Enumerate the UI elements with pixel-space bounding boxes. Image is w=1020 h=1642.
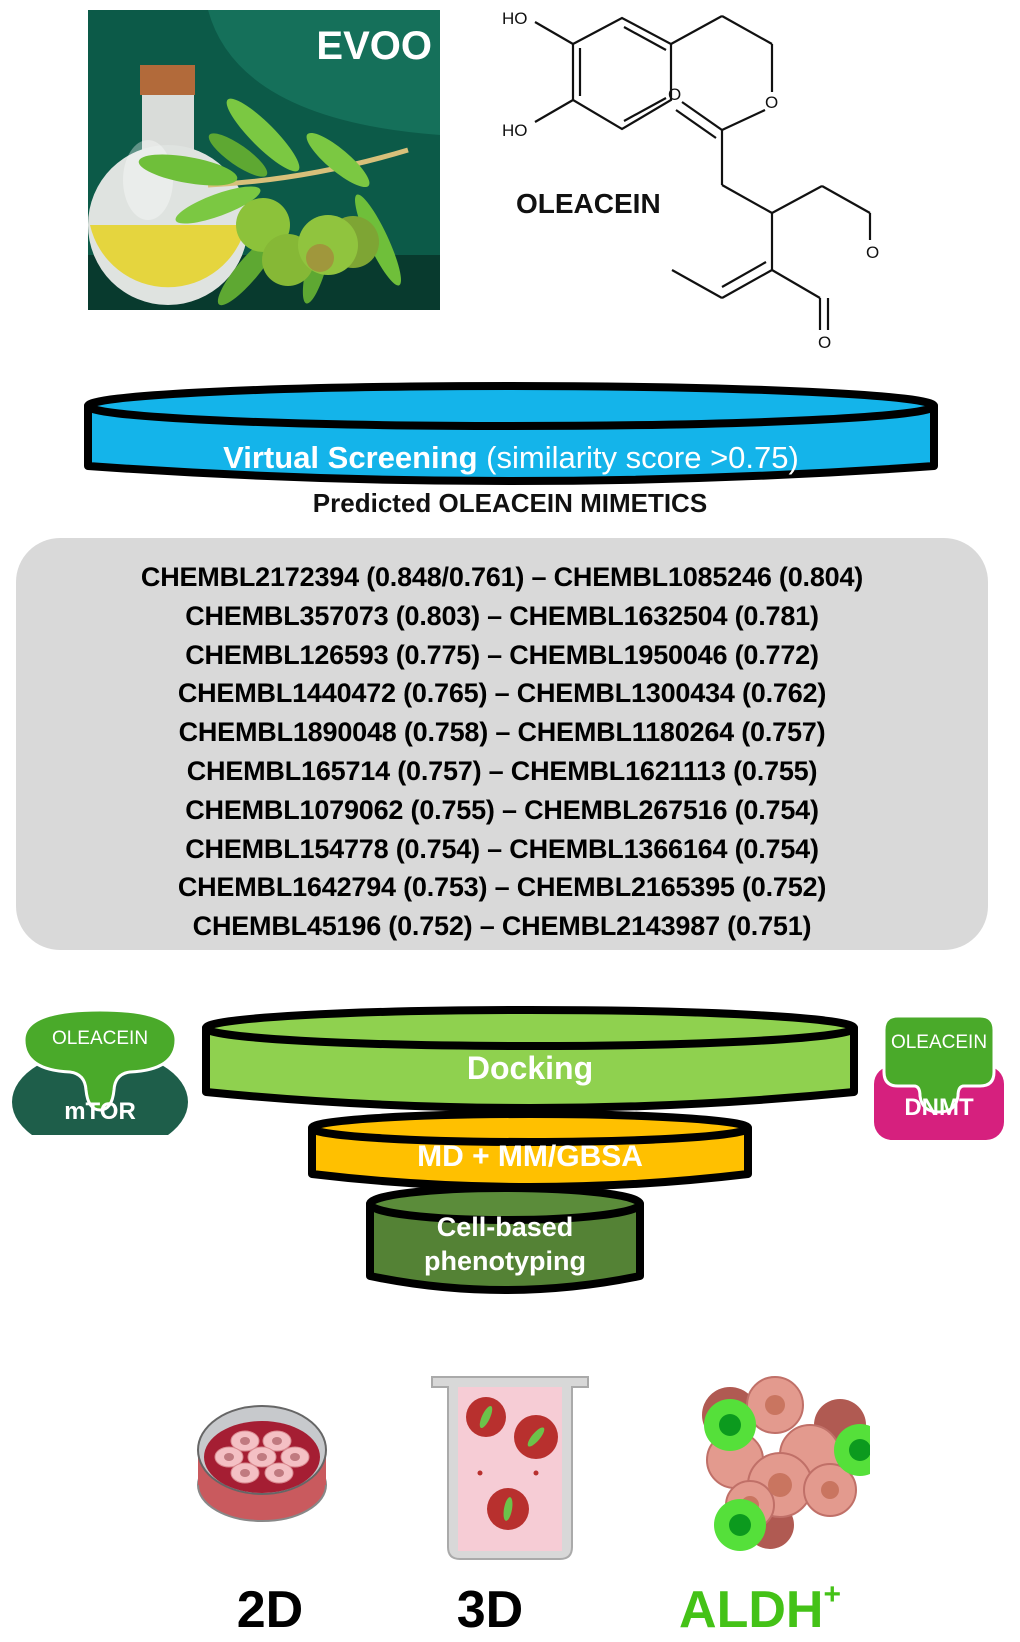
hydroxyl-label: HO	[502, 121, 528, 140]
oxygen-label: O	[866, 243, 879, 262]
mtor-target-label: mTOR	[64, 1098, 136, 1125]
mimetic-pair-row: CHEMBL1079062 (0.755) – CHEMBL267516 (0.…	[185, 794, 819, 825]
mimetics-list-box: CHEMBL2172394 (0.848/0.761) – CHEMBL1085…	[16, 538, 988, 950]
md-mmgbsa-stage: MD + MM/GBSA	[306, 1108, 754, 1198]
mimetic-pair-row: CHEMBL45196 (0.752) – CHEMBL2143987 (0.7…	[192, 911, 812, 942]
well-3d-spheroid-icon	[431, 1376, 589, 1560]
mimetic-pair-row: CHEMBL357073 (0.803) – CHEMBL1632504 (0.…	[185, 600, 819, 631]
dnmt-ligand-label: OLEACEIN	[890, 1032, 988, 1053]
similarity-threshold: (similarity score >0.75)	[486, 440, 799, 475]
model-aldh-label: ALDH+	[640, 1578, 880, 1640]
oxygen-label: O	[765, 93, 778, 112]
mimetic-pair-row: CHEMBL165714 (0.757) – CHEMBL1621113 (0.…	[186, 755, 818, 786]
mtor-ligand-label: OLEACEIN	[51, 1028, 149, 1049]
mimetics-title: Predicted OLEACEIN MIMETICS	[312, 488, 708, 518]
mimetics-list: CHEMBL2172394 (0.848/0.761) – CHEMBL1085…	[16, 558, 988, 946]
mimetic-pair-row: CHEMBL2172394 (0.848/0.761) – CHEMBL1085…	[140, 562, 864, 592]
cell-phenotyping-line2: phenotyping	[424, 1246, 586, 1276]
mimetic-pair-row: CHEMBL1890048 (0.758) – CHEMBL1180264 (0…	[178, 717, 826, 748]
docking-label: Docking	[466, 1050, 594, 1086]
aldh-text: ALDH	[679, 1581, 824, 1639]
cell-phenotyping-label: Cell-based phenotyping	[364, 1210, 646, 1278]
dnmt-target-label: DNMT	[904, 1094, 974, 1121]
mimetic-pair-row: CHEMBL154778 (0.754) – CHEMBL1366164 (0.…	[185, 833, 819, 864]
cell-disk-shape	[366, 1184, 644, 1294]
olive-branch-icon	[138, 98, 409, 306]
dnmt-binding-icon	[874, 1014, 1004, 1140]
evoo-label: EVOO	[316, 24, 432, 68]
model-2d-label: 2D	[236, 1581, 304, 1639]
cell-phenotyping-line1: Cell-based	[436, 1212, 574, 1242]
oxygen-label: O	[818, 333, 831, 352]
mtor-binding-icon	[12, 1008, 188, 1154]
docking-disk-shape	[202, 1006, 858, 1112]
petri-dish-2d-icon	[197, 1405, 327, 1522]
mtor-binding-badge: OLEACEIN mTOR	[10, 1008, 190, 1154]
docking-stage: Docking	[200, 1000, 860, 1120]
dnmt-binding-badge: OLEACEIN DNMT	[874, 1012, 1004, 1140]
md-disk-shape	[308, 1110, 752, 1191]
virtual-screening-title: Virtual Screening	[223, 440, 478, 475]
oxygen-label: O	[668, 85, 681, 104]
aldh-superscript: +	[823, 1578, 841, 1611]
mimetic-pair-row: CHEMBL1642794 (0.753) – CHEMBL2165395 (0…	[177, 872, 827, 903]
virtual-screening-stage: Virtual Screening (similarity score >0.7…	[82, 380, 940, 490]
aldh-cell-cluster-icon	[702, 1376, 870, 1551]
cell-phenotyping-stage: Cell-based phenotyping	[364, 1180, 646, 1300]
hydroxyl-label: HO	[502, 9, 528, 28]
oleacein-structure: HO HO O O O O	[502, 9, 879, 352]
evoo-panel: EVOO	[88, 10, 440, 310]
mimetic-pair-row: CHEMBL1440472 (0.765) – CHEMBL1300434 (0…	[177, 678, 827, 709]
screening-disk-shape	[84, 382, 938, 485]
model-3d-label: 3D	[456, 1581, 524, 1639]
md-mmgbsa-label: MD + MM/GBSA	[417, 1140, 643, 1173]
virtual-screening-label: Virtual Screening (similarity score >0.7…	[82, 440, 940, 476]
molecule-name: OLEACEIN	[516, 188, 661, 219]
mimetic-pair-row: CHEMBL126593 (0.775) – CHEMBL1950046 (0.…	[185, 639, 819, 670]
olive-oil-illustration	[88, 10, 440, 310]
